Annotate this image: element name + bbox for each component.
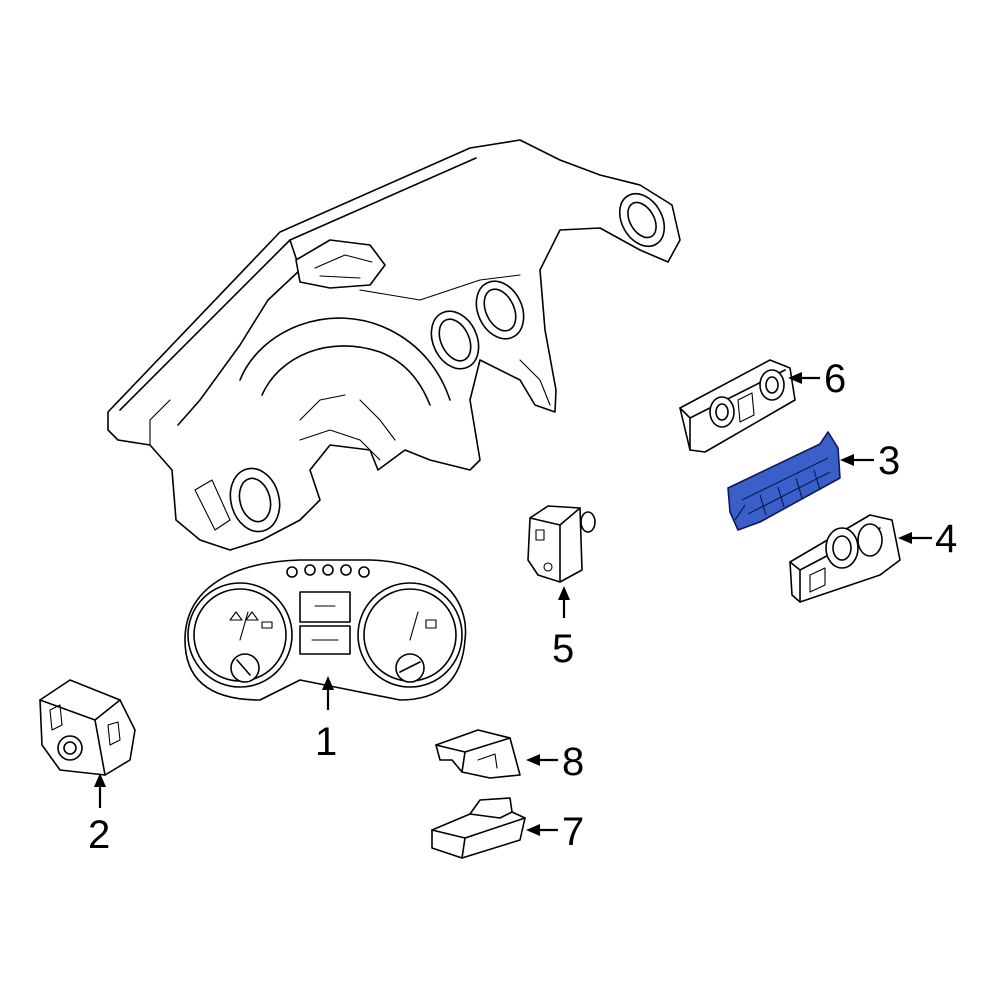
callout-1: 1 [315, 720, 337, 764]
callout-labels: 1 2 3 4 5 6 7 8 [88, 357, 957, 857]
control-panel-part [679, 359, 796, 453]
bracket-part [435, 729, 521, 779]
instrument-cluster-part [184, 559, 467, 701]
switch-module-part [527, 505, 596, 583]
module-part [431, 797, 526, 859]
callout-arrows [94, 372, 932, 836]
callout-7: 7 [562, 810, 584, 854]
headlight-switch-part [39, 679, 136, 776]
climate-control-part [789, 514, 901, 603]
callout-5: 5 [552, 627, 574, 671]
callout-8: 8 [562, 740, 584, 784]
callout-3: 3 [878, 439, 900, 483]
callout-6: 6 [824, 357, 846, 401]
callout-2: 2 [88, 813, 110, 857]
highlighted-control-part [727, 431, 841, 531]
dashboard-part [107, 139, 681, 551]
callout-4: 4 [935, 517, 957, 561]
